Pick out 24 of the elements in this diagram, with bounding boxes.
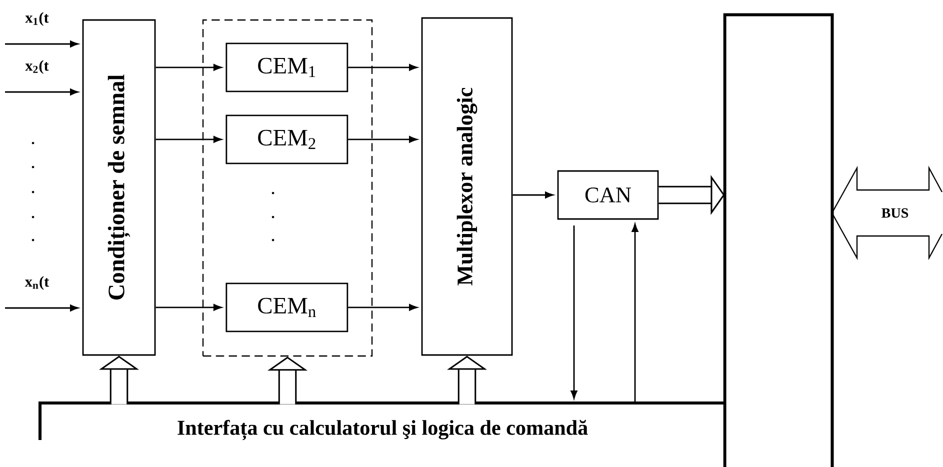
arrow bbox=[348, 304, 418, 311]
arrow bbox=[512, 192, 554, 198]
interface-column bbox=[723, 13, 834, 467]
arrow bbox=[348, 136, 418, 143]
arrow bbox=[156, 64, 222, 71]
converter-box: CEM$_{1}$ bbox=[226, 42, 348, 92]
converter-box: CAN bbox=[557, 170, 659, 220]
arrow bbox=[156, 304, 222, 311]
arrow bbox=[5, 88, 78, 96]
converter-box: CEM$_{2}$ bbox=[226, 114, 348, 164]
interface-block: Interfața cu calculatorul şi logica de comandă bbox=[38, 401, 725, 440]
arrow bbox=[156, 136, 222, 143]
arrow bbox=[632, 224, 638, 403]
edge-label: x$_{1}$(t bbox=[25, 12, 49, 26]
arrow bbox=[570, 226, 578, 399]
multiplexer-box: Multiplexor analogic bbox=[421, 17, 513, 356]
edge-label: x$_{n}$(t bbox=[24, 276, 50, 290]
dashed-group-box bbox=[202, 19, 373, 357]
edge-label: x$_{2}$(t bbox=[25, 60, 49, 74]
arrow bbox=[348, 64, 418, 71]
arrow bbox=[5, 304, 78, 312]
arrow bbox=[5, 40, 78, 48]
conditioner-box: Condiționer de semnal bbox=[82, 19, 156, 356]
converter-box: CEM$_{n}$ bbox=[226, 282, 348, 332]
